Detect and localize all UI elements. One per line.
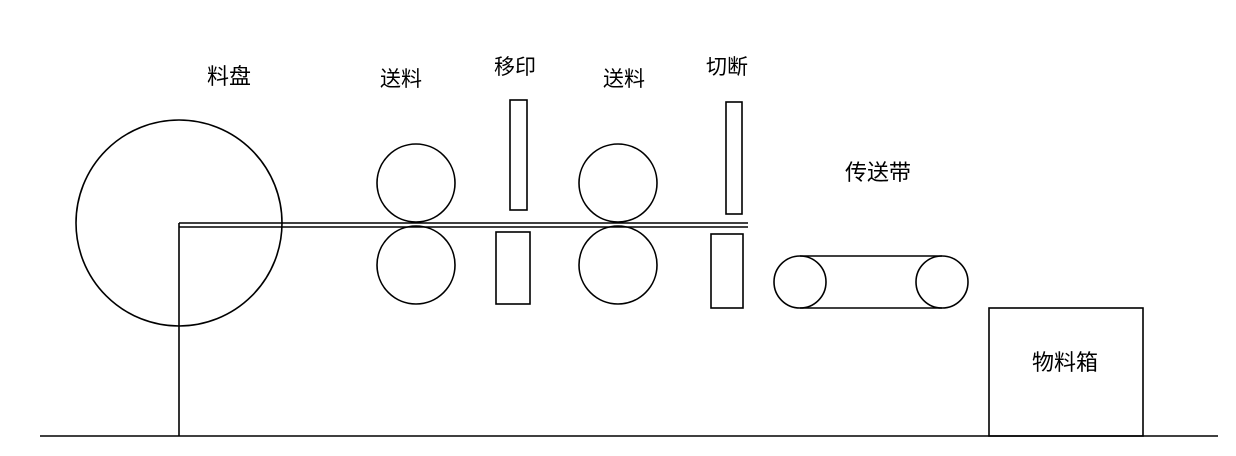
cutter-lower-block <box>710 233 744 309</box>
feed-roller-2-bottom <box>578 225 658 305</box>
conveyor-right-pulley <box>915 255 969 309</box>
feed-roller-1-top <box>376 143 456 223</box>
label-feed-2: 送料 <box>603 67 645 91</box>
conveyor-left-pulley <box>773 255 827 309</box>
label-cut: 切断 <box>706 55 748 79</box>
cutter-upper-blade <box>725 101 743 215</box>
material-bin <box>988 307 1144 437</box>
label-material-bin: 物料箱 <box>1032 351 1098 376</box>
label-conveyor: 传送带 <box>845 161 911 186</box>
transfer-print-lower-block <box>495 231 531 305</box>
feed-roller-1-bottom <box>376 225 456 305</box>
label-transfer-print: 移印 <box>494 55 536 79</box>
feed-roller-2-top <box>578 143 658 223</box>
label-feed-1: 送料 <box>380 67 422 91</box>
label-reel: 料盘 <box>207 65 251 90</box>
transfer-print-upper-block <box>509 99 528 211</box>
